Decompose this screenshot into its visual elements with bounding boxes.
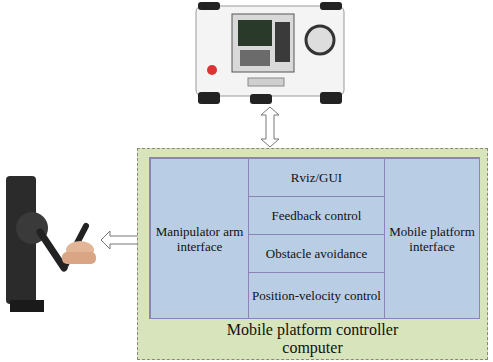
- box-caption: Mobile platform controller computer: [203, 321, 423, 357]
- box-label: Manipulator arm interface: [154, 224, 245, 254]
- box-label: Feedback control: [272, 208, 362, 223]
- module-box: Position-velocity control: [248, 272, 385, 319]
- module-box: Rviz/GUI: [248, 158, 385, 197]
- module-box: Feedback control: [248, 196, 385, 235]
- mobile-robot-picture: [196, 2, 344, 104]
- module-box: Obstacle avoidance: [248, 234, 385, 273]
- controller-computer-box: Mobile platform controller computer Manip…: [137, 148, 488, 360]
- double-arrow: [261, 107, 279, 147]
- box-label: Obstacle avoidance: [266, 246, 367, 261]
- box-label: Position-velocity control: [252, 288, 381, 303]
- box-label: Rviz/GUI: [291, 170, 342, 185]
- interface-box: Manipulator arm interface: [150, 158, 249, 319]
- haptic-device-picture: [6, 176, 96, 312]
- interface-box: Mobile platform interface: [384, 158, 480, 319]
- box-label: Mobile platform interface: [388, 224, 476, 254]
